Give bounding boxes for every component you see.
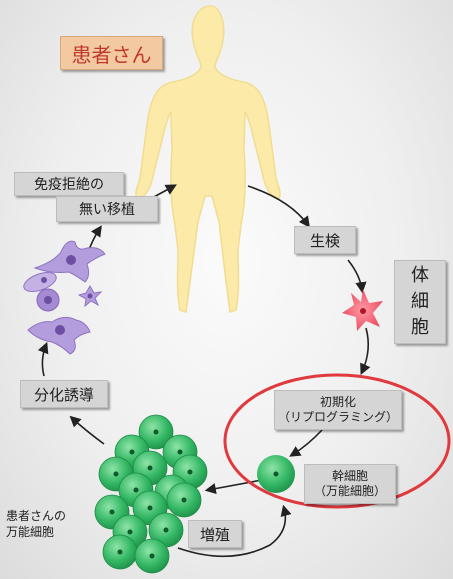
- transplant-label-top: 免疫拒絶の: [14, 172, 124, 196]
- stem-cell-nucleus: [110, 510, 115, 515]
- arrow-differentiation-to-cells: [42, 345, 46, 376]
- stem-cell-cluster-icon: [95, 415, 207, 573]
- arrow-reprogramming-to-stem: [292, 430, 322, 455]
- arrow-biopsy-to-somatic: [348, 260, 362, 290]
- stem-cell-nucleus: [128, 530, 133, 535]
- biopsy-label: 生検: [294, 226, 356, 254]
- proliferation-label: 増殖: [188, 520, 242, 548]
- somatic-cell-label: 体 細 胞: [394, 260, 446, 344]
- stem-cell-icon: [257, 455, 295, 493]
- stem-cell-nucleus: [114, 472, 119, 477]
- transplant-label-bottom: 無い移植: [56, 196, 158, 222]
- stem-cell-nucleus: [164, 528, 169, 533]
- stem-cell-nucleus: [188, 470, 193, 475]
- reprogramming-label: 初期化 （リプログラミング）: [274, 390, 402, 430]
- arrow-somatic-to-reprogramming: [362, 328, 368, 372]
- differentiation-label: 分化誘導: [20, 380, 108, 408]
- stem-cell-nucleus: [154, 430, 159, 435]
- stem-cell-label: 幹細胞 （万能細胞）: [304, 464, 396, 504]
- stem-cell-nucleus: [182, 498, 187, 503]
- stem-cell-nucleus: [118, 550, 123, 555]
- stem-cell-nucleus: [178, 450, 183, 455]
- patient-label: 患者さん: [60, 36, 163, 70]
- somatic-cell-icon: [342, 289, 383, 331]
- stem-cell-nucleus: [150, 554, 155, 559]
- arrow-cluster-to-differentiation: [72, 418, 104, 444]
- stem-cell-nucleus: [134, 488, 139, 493]
- patient-pluripotent-label: 患者さんの 万能細胞: [6, 508, 66, 540]
- stem-cell-nucleus: [148, 506, 153, 511]
- stem-cell-nucleus: [148, 466, 153, 471]
- differentiated-cells-icon: [21, 241, 105, 354]
- stem-cell-nucleus: [130, 450, 135, 455]
